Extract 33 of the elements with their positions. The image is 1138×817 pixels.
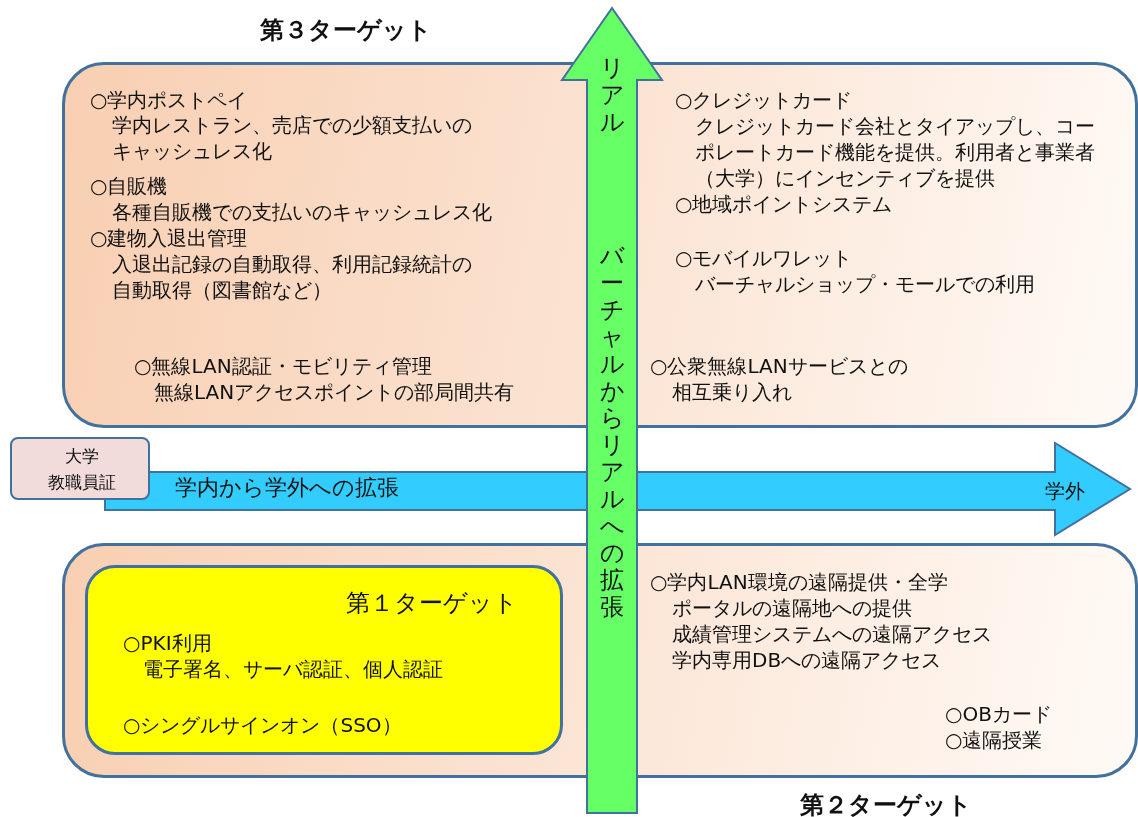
- item-text: 成績管理システムへの遠隔アクセス: [672, 621, 992, 647]
- arrow-text: 学内から学外への拡張: [175, 474, 399, 502]
- target-heading: 第３ターゲット: [260, 15, 432, 45]
- item-heading: ○自販機: [90, 173, 168, 199]
- target-heading: 第２ターゲット: [800, 790, 972, 817]
- item-heading: ○遠隔授業: [945, 727, 1043, 753]
- item-text: 電子署名、サーバ認証、個人認証: [143, 656, 443, 682]
- item-text: 学内専用DBへの遠隔アクセス: [672, 647, 942, 673]
- target-heading: 第１ターゲット: [346, 588, 518, 618]
- item-heading: ○無線LAN認証・モビリティ管理: [134, 353, 432, 379]
- target-box: [85, 565, 563, 755]
- item-heading: ○建物入退出管理: [90, 225, 248, 251]
- item-text: 入退出記録の自動取得、利用記録統計の自動取得（図書館など）: [112, 251, 473, 303]
- item-heading: ○モバイルワレット: [675, 245, 853, 271]
- item-heading: ○PKI利用: [123, 630, 212, 656]
- item-heading: ○学内ポストペイ: [90, 87, 248, 113]
- arrow-text: 学外: [1045, 478, 1085, 504]
- item-heading: ○シングルサインオン（SSO）: [123, 712, 402, 738]
- card-text: 大学: [64, 445, 100, 467]
- item-text: ○学内LAN環境の遠隔提供・全学ポータルの遠隔地への提供: [650, 569, 949, 621]
- item-heading: ○クレジットカード: [675, 87, 853, 113]
- item-text: バーチャルショップ・モールでの利用: [695, 271, 1035, 297]
- arrow-text: バーチャルからリアルへの拡張: [599, 243, 625, 621]
- id-card-box: [10, 437, 150, 500]
- item-text: 無線LANアクセスポイントの部局間共有: [154, 379, 515, 405]
- item-text: 各種自販機での支払いのキャッシュレス化: [112, 199, 492, 225]
- item-text: 学内レストラン、売店での少額支払いのキャッシュレス化: [112, 112, 473, 164]
- card-text: 教職員証: [47, 471, 117, 493]
- arrow-text: リアル: [599, 55, 625, 136]
- item-heading: ○OBカード: [945, 701, 1052, 727]
- item-text: ○公衆無線LANサービスとの相互乗り入れ: [650, 353, 909, 405]
- item-heading: ○地域ポイントシステム: [675, 191, 893, 217]
- item-text: クレジットカード会社とタイアップし、コーポレートカード機能を提供。利用者と事業者（大学）にインセンティブを提供: [695, 113, 1095, 191]
